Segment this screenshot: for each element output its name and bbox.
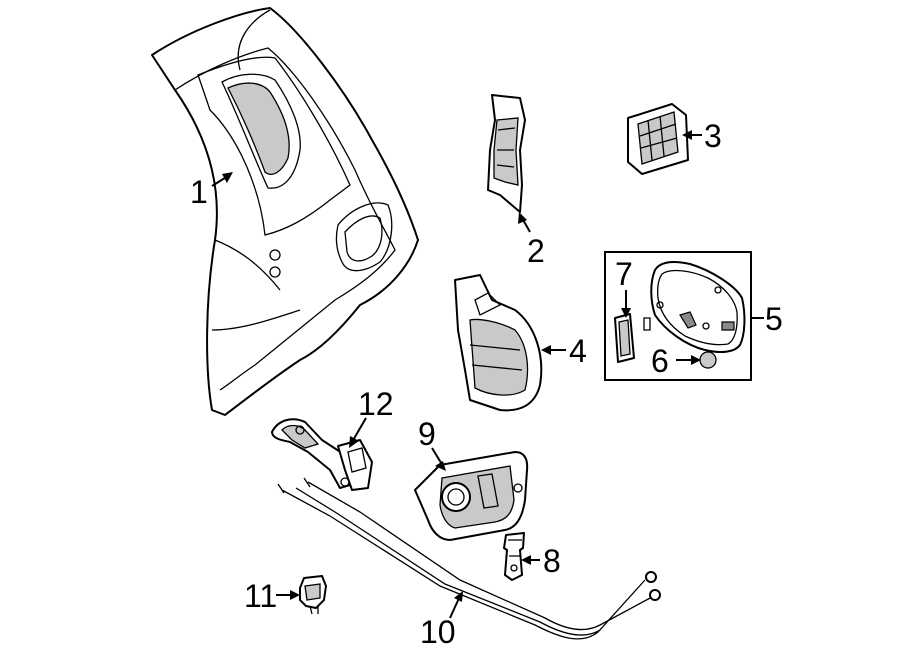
- callout-11: 11: [244, 578, 300, 614]
- callout-9: 9: [418, 416, 446, 471]
- part-3-vent-grille[interactable]: [627, 103, 689, 175]
- part-10-release-cables[interactable]: [277, 477, 661, 640]
- part-4-splash-shield[interactable]: [454, 274, 543, 412]
- callout-7: 7: [615, 256, 633, 318]
- part-7-hinge[interactable]: [614, 313, 651, 363]
- callout-2: 2: [518, 212, 545, 269]
- callout-12: 12: [349, 386, 394, 448]
- part-5-fuel-door[interactable]: [650, 261, 746, 354]
- callout-5-box: [604, 251, 752, 381]
- callout-9-label: 9: [418, 416, 436, 452]
- callout-3-label: 3: [704, 118, 722, 154]
- part-1-quarter-panel[interactable]: [151, 7, 419, 416]
- callout-2-label: 2: [527, 233, 545, 269]
- callout-1-label: 1: [190, 174, 208, 210]
- part-9-filler-housing[interactable]: [414, 451, 529, 541]
- callout-6: 6: [651, 343, 701, 379]
- part-11-clip[interactable]: [299, 575, 327, 615]
- part-2-reinforcement[interactable]: [487, 94, 526, 213]
- part-8-actuator[interactable]: [503, 532, 525, 581]
- callout-10: 10: [420, 591, 463, 650]
- callout-5: 5: [751, 301, 783, 337]
- callout-12-label: 12: [358, 386, 394, 422]
- callout-11-label: 11: [244, 578, 277, 614]
- callout-1: 1: [190, 172, 233, 210]
- callout-8: 8: [521, 543, 561, 579]
- callout-4: 4: [541, 333, 587, 369]
- callout-3: 3: [682, 118, 722, 154]
- callout-6-label: 6: [651, 343, 669, 379]
- callout-4-label: 4: [569, 333, 587, 369]
- callout-10-label: 10: [420, 614, 456, 650]
- callout-8-label: 8: [543, 543, 561, 579]
- part-6-bumper[interactable]: [699, 351, 717, 369]
- part-12-release-lever[interactable]: [271, 418, 373, 491]
- callout-5-label: 5: [765, 301, 783, 337]
- callout-7-label: 7: [615, 256, 633, 292]
